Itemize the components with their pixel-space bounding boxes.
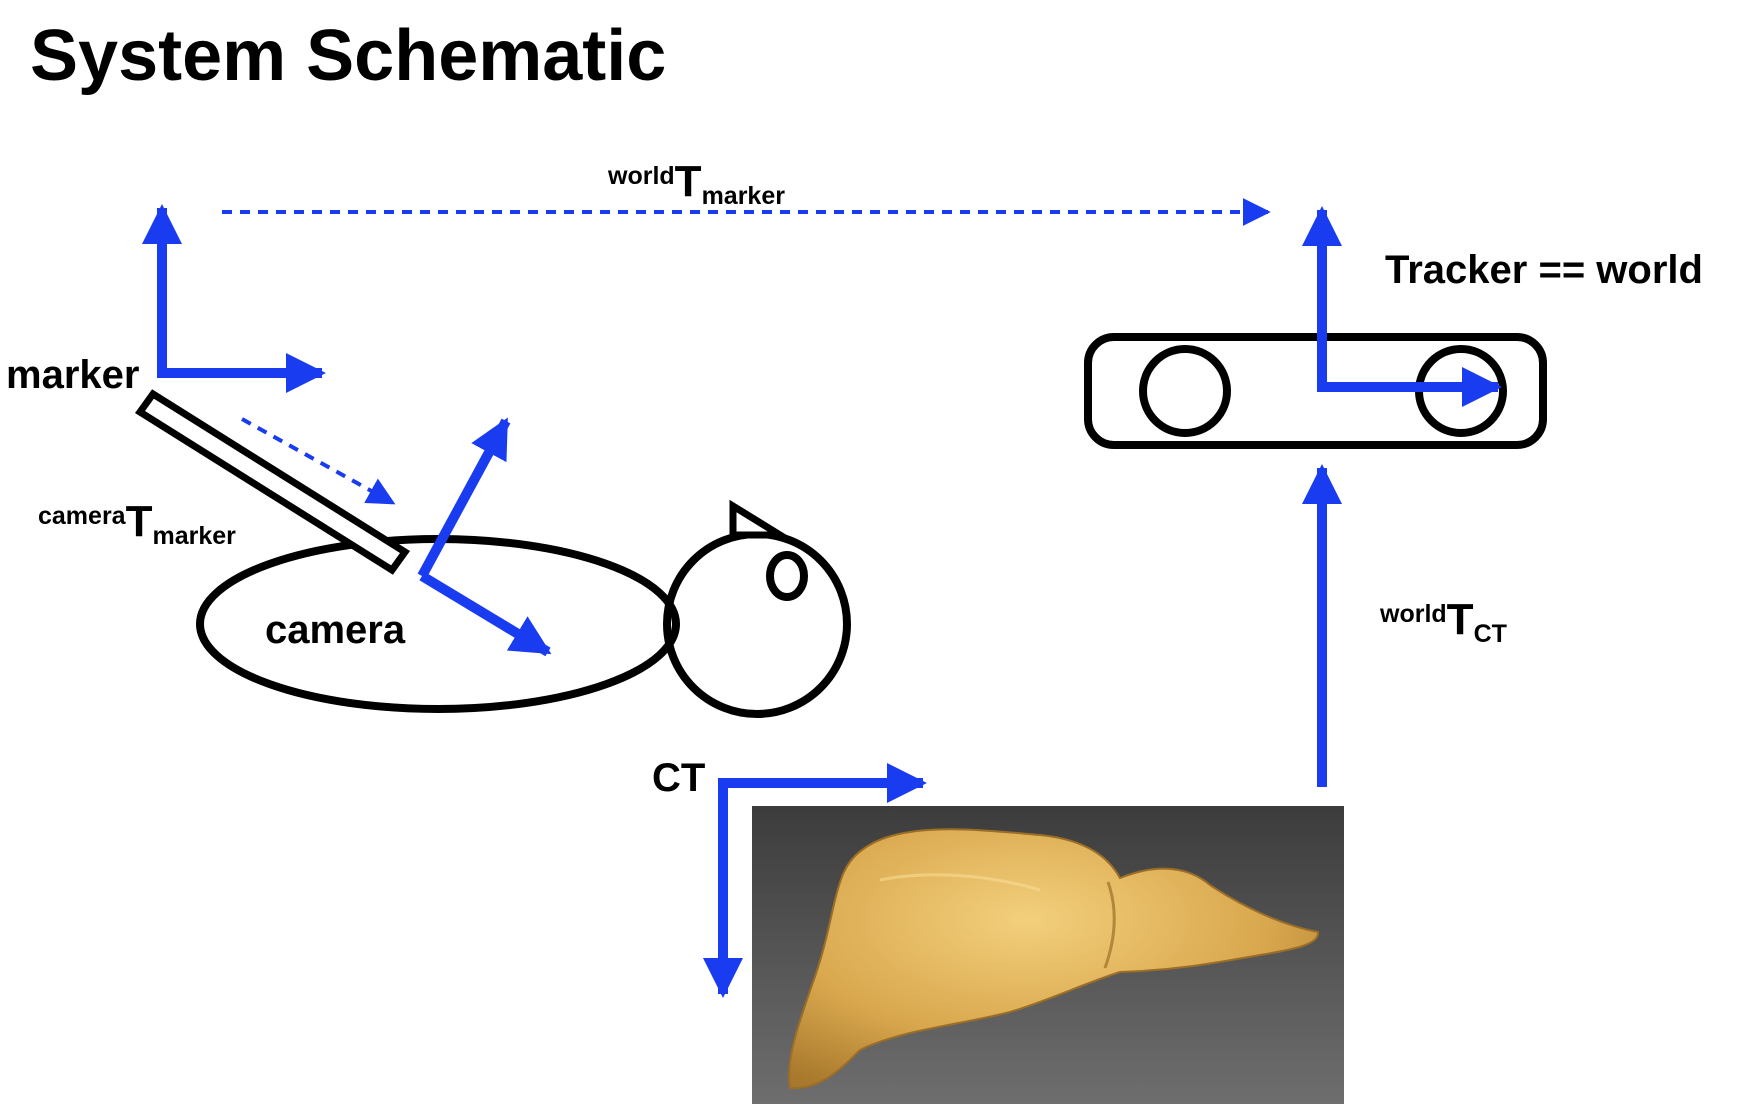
marker-tool-icon — [134, 389, 411, 575]
world-T-marker-label: worldTmarker — [607, 157, 785, 210]
ct-frame-axes — [703, 763, 927, 998]
tracker-label: Tracker == world — [1385, 248, 1703, 292]
page-title: System Schematic — [30, 16, 666, 96]
tracker-frame-axes — [1302, 206, 1502, 407]
marker-label: marker — [6, 353, 139, 397]
ct-label: CT — [652, 756, 705, 800]
camera-T-marker-label: cameraTmarker — [38, 497, 236, 550]
liver-3d-render — [752, 806, 1344, 1104]
marker-frame-axes — [142, 204, 326, 393]
world-T-ct-label: worldTCT — [1379, 595, 1507, 648]
camera-label: camera — [265, 608, 406, 652]
camera-frame-axes — [417, 417, 552, 657]
